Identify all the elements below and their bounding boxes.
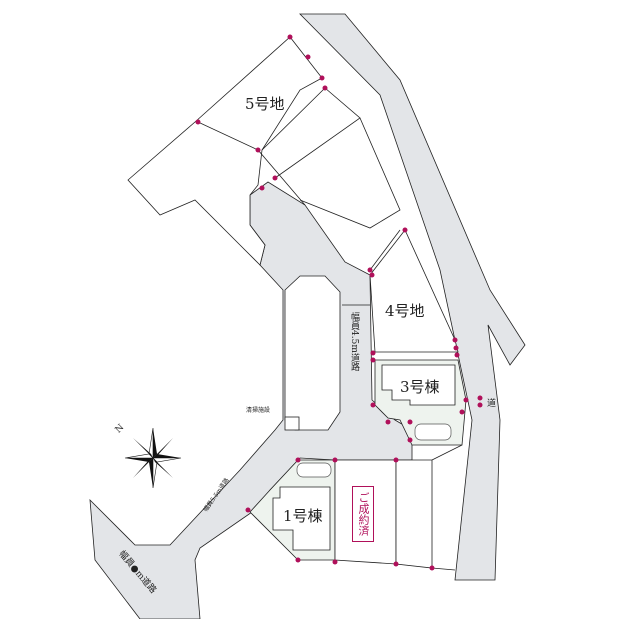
- center-road-label: 幅員4.5m道路: [349, 312, 359, 371]
- building-3: [381, 364, 456, 406]
- building-1-label: 1号棟: [283, 507, 323, 525]
- lot-adjacent: [395, 459, 433, 569]
- cleaning-facility: [284, 416, 300, 431]
- building-3-label: 3号棟: [400, 378, 440, 396]
- boundary-markers: [195, 34, 483, 571]
- building-1: [272, 486, 331, 551]
- parking-car-3: [414, 423, 452, 441]
- lot-4-label: 4号地: [385, 302, 425, 320]
- cleaning-facility-label: 清掃施設: [246, 407, 271, 414]
- parking-car-1: [296, 462, 332, 478]
- sold-badge: ご成約済: [352, 486, 374, 542]
- building-block: [284, 275, 341, 431]
- lot-5: [127, 36, 323, 266]
- side-road: [299, 13, 526, 581]
- compass-rose-icon: [124, 427, 182, 489]
- side-road-label: 道: [487, 399, 497, 409]
- lot-5-label: 5号地: [245, 95, 285, 113]
